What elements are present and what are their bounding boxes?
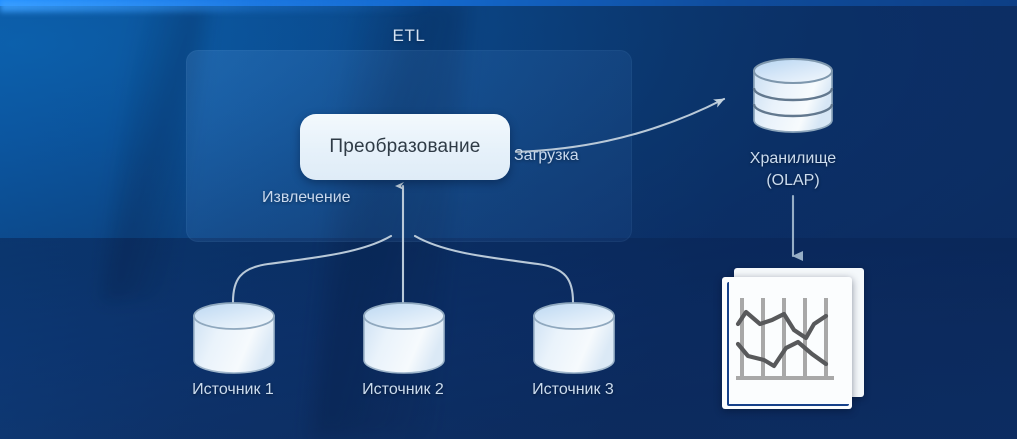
source-label-2: Источник 2	[362, 381, 444, 398]
warehouse-cylinder[interactable]	[750, 58, 836, 140]
etl-panel-title: ETL	[392, 26, 426, 45]
load-stage-label: Загрузка	[514, 147, 579, 164]
top-accent-strip	[0, 0, 1017, 6]
report-document[interactable]	[722, 268, 864, 409]
chart-series-2	[735, 339, 829, 369]
source-label-3: Источник 3	[532, 381, 614, 398]
chart-series-1	[735, 309, 829, 341]
report-chart-icon	[735, 298, 834, 380]
transform-node-label: Преобразование	[329, 136, 481, 157]
warehouse-label-line-1: Хранилище	[749, 150, 837, 167]
warehouse-band-2	[752, 103, 834, 118]
transform-node[interactable]: Преобразование	[300, 114, 510, 180]
source-cylinder-1[interactable]	[191, 302, 277, 380]
warehouse-band-1	[752, 87, 834, 102]
top-accent-glow	[0, 0, 430, 12]
warehouse-label-line-2: (OLAP)	[766, 172, 820, 189]
source-label-1: Источник 1	[192, 381, 274, 398]
warehouse-label: Хранилище (OLAP)	[693, 148, 893, 192]
source-cylinder-2[interactable]	[361, 302, 447, 380]
extract-stage-label: Извлечение	[262, 189, 351, 206]
source-cylinder-3[interactable]	[531, 302, 617, 380]
